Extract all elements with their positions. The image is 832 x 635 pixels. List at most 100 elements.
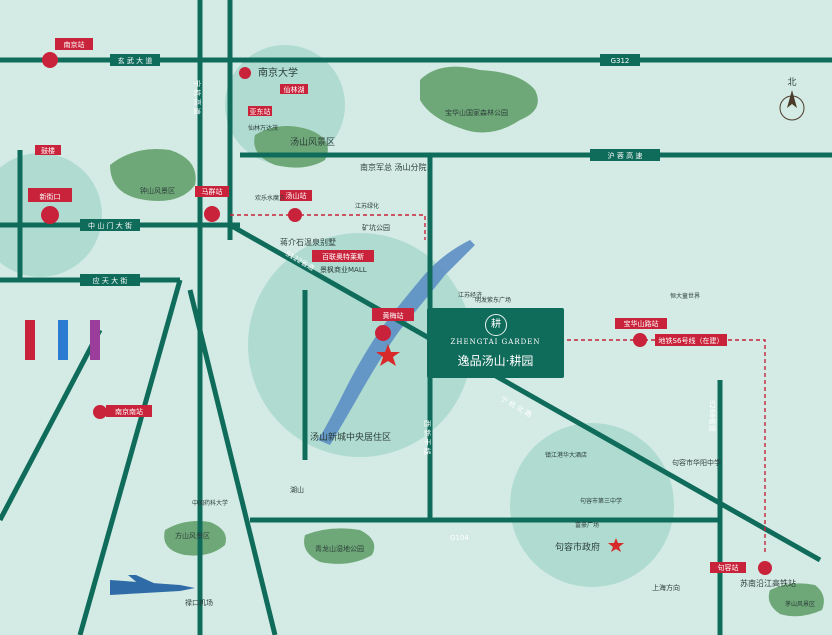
yiheyuan-bg (248, 106, 272, 116)
station-tangshan[interactable]: 汤山站 (280, 190, 312, 222)
station-jurong-icon (758, 561, 772, 575)
zhongshanmen-label: 中 山 门 大 街 (88, 221, 132, 230)
qinglong-area (304, 528, 375, 564)
qinglong-label: 青龙山湿地公园 (315, 544, 364, 553)
station-tangshan-icon (288, 208, 302, 222)
road-diag3 (0, 328, 103, 522)
suzhou-station-label: 苏南沿江高铁站 (740, 578, 796, 588)
station-nanjing[interactable]: 南京站 (42, 38, 93, 68)
station-gulou[interactable]: 鼓楼 (35, 145, 61, 155)
station-nanjing-icon (42, 52, 58, 68)
airplane-icon (110, 575, 195, 595)
jurong-circle (510, 423, 674, 587)
station-nanjing-bg (55, 38, 93, 50)
project-brand-box[interactable]: 耕 ZHENGTAI GARDEN 逸品汤山·耕园 (427, 308, 564, 378)
jiangning-label: 江苏经济 (458, 291, 482, 299)
jurong-gov-label: 句容市政府 (555, 541, 600, 553)
station-nanjing-label: 南京站 (64, 40, 85, 49)
compass-needle (787, 90, 797, 108)
metro-s6-label: 地铁S6号线（在建） (659, 336, 724, 345)
station-nanjingnan[interactable]: 南京南站 (93, 405, 152, 419)
jurong-school3-label: 句容市第三中学 (580, 497, 622, 505)
station-xinjiekou-bg (28, 188, 72, 202)
station-maqun[interactable]: 马群站 (195, 186, 229, 222)
xiangyan-label: 明发紫东广场 (475, 296, 511, 304)
zhongshan-tang-label: 仙林万达茂 (248, 124, 278, 132)
baohua-park-label: 宝华山国家森林公园 (445, 108, 508, 117)
nju-label: 南京大学 (258, 66, 298, 79)
yangshan-carving-label: 欢乐水魔方 (255, 194, 285, 202)
maoshan-label: 茅山风景区 (785, 600, 815, 608)
baihe-bg (312, 250, 374, 262)
army-hospital-label: 南京军总 汤山分院 (360, 162, 427, 172)
station-baohuashan-bg (615, 318, 667, 329)
jurong-hotel-label: 镇江港华大酒店 (545, 451, 587, 459)
zhongshanmen-label-bg (80, 219, 140, 231)
station-jurong-bg (710, 562, 746, 573)
station-nanjingnan-label: 南京南站 (115, 407, 143, 416)
station-huangmei-label: 黄梅站 (383, 311, 404, 320)
station-baohuashan[interactable]: 宝华山路站 (615, 318, 667, 347)
xiwai-label: 西 新 干 线 (423, 420, 432, 455)
metro-s6-bg (655, 334, 727, 346)
zhongshan-scenic-area (110, 149, 196, 201)
zhongshan-scenic-label: 钟山风景区 (140, 186, 175, 195)
project-logo-icon: 耕 (485, 314, 507, 336)
metro-s6-b (560, 339, 766, 555)
lake (318, 240, 475, 445)
gaochun-label: 恒大童世界 (670, 292, 700, 300)
station-gulou-bg (35, 145, 61, 155)
station-xinjiekou-icon (41, 206, 59, 224)
station-jurong[interactable]: 句容站 (710, 561, 772, 575)
ninghang-label: 宁 杭 高 速 (193, 80, 202, 115)
xianlin-bg (280, 84, 308, 94)
station-xinjiekou[interactable]: 新街口 (28, 188, 72, 224)
station-maqun-bg (195, 186, 229, 197)
xianlin-label: 仙林湖 (284, 85, 305, 94)
xianlin-badge: 仙林湖 (280, 84, 308, 94)
station-baohuashan-label: 宝华山路站 (624, 319, 659, 328)
yingtian-label: 应 天 大 街 (93, 276, 128, 285)
baohua-park-area (420, 66, 538, 133)
g104-label: G104 (450, 534, 469, 542)
hushan-label: 湖山 (290, 485, 304, 494)
compass-icon: 北 (779, 77, 805, 121)
yiheyuan-label: 亚东站 (250, 107, 271, 116)
station-nanjingnan-icon (93, 405, 107, 419)
shanghai-label: 上海方向 (652, 583, 680, 592)
metro4-marker (90, 320, 100, 360)
road-diag1 (77, 279, 183, 635)
station-huangmei[interactable]: 黄梅站 (372, 308, 414, 341)
fangshan-label: 方山风景区 (175, 531, 210, 540)
metro3-marker (58, 320, 68, 360)
jiangsu-pharm-label: 江苏绿化 (355, 202, 379, 210)
project-name-en: ZHENGTAI GARDEN (450, 338, 541, 346)
station-nanjingnan-bg (106, 405, 152, 417)
yingtian-label-bg (80, 274, 140, 286)
metro2-marker (25, 320, 35, 360)
xuanwu-label-bg (110, 54, 160, 66)
station-xinjiekou-label: 新街口 (40, 192, 61, 201)
metro-s6-badge: 地铁S6号线（在建） (655, 334, 727, 346)
huning-label: 沪 蓉 高 速 (608, 151, 643, 160)
station-huangmei-icon (375, 325, 391, 341)
huning-label-bg (590, 149, 660, 161)
airplane-body (110, 580, 195, 595)
jurong-mall2-label: 富豪广场 (575, 521, 599, 529)
yiheyuan-badge: 亚东站 (248, 106, 272, 116)
maoshan-area (768, 583, 824, 617)
road-diag2 (187, 289, 278, 635)
school-icon (239, 67, 251, 79)
baihe-badge: 百联奥特莱斯 (312, 250, 374, 262)
compass-ring (779, 95, 805, 121)
fangshan-area (164, 521, 226, 556)
xuanwu-label: 玄 武 大 道 (118, 56, 153, 65)
station-tangshan-label: 汤山站 (286, 191, 307, 200)
station-huangmei-bg (372, 308, 414, 321)
baihe-label: 百联奥特莱斯 (322, 252, 364, 261)
station-maqun-label: 马群站 (202, 187, 223, 196)
g312-label-bg (600, 54, 640, 66)
project-name-cn: 逸品汤山·耕园 (457, 354, 534, 368)
yike-label: 中国药科大学 (192, 499, 228, 507)
